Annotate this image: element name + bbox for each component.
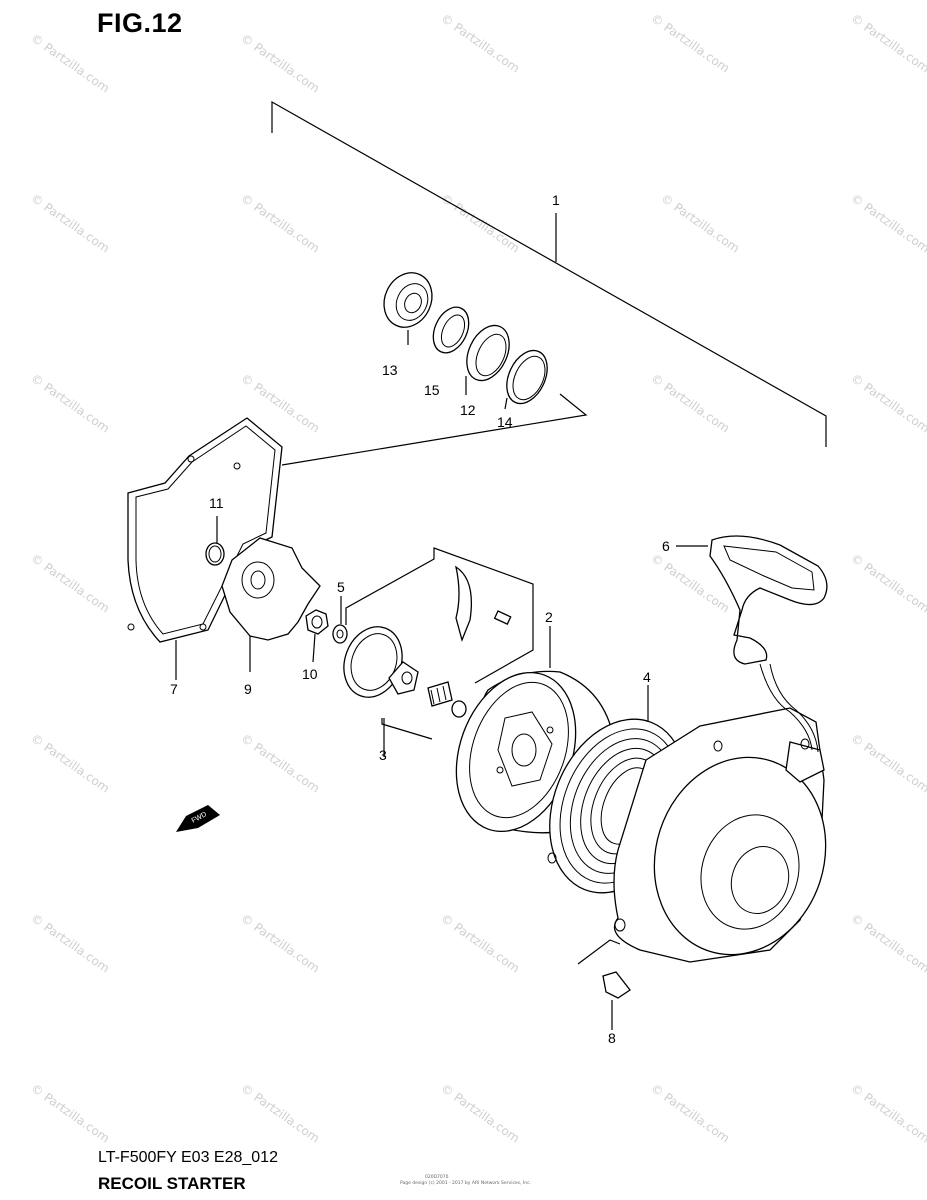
nut-10: [305, 609, 329, 663]
bolt-8: [577, 939, 631, 1030]
watermark: © Partzilla.com: [848, 371, 927, 436]
callout-10: 10: [302, 666, 318, 682]
callout-13: 13: [382, 362, 398, 378]
ratchet-assembly-3: [343, 547, 534, 757]
watermark: © Partzilla.com: [658, 191, 742, 256]
watermark: © Partzilla.com: [848, 911, 927, 976]
callout-12: 12: [460, 402, 476, 418]
watermark: © Partzilla.com: [238, 31, 322, 96]
o-ring-11: [205, 516, 225, 566]
callout-6: 6: [662, 538, 670, 554]
watermark: © Partzilla.com: [848, 11, 927, 76]
gasket-7: [127, 417, 283, 680]
watermark: © Partzilla.com: [28, 31, 112, 96]
washer-15: [432, 306, 470, 354]
oil-seal-12: [465, 324, 510, 395]
watermark: © Partzilla.com: [238, 191, 322, 256]
callout-5: 5: [337, 579, 345, 595]
washer-5: [332, 596, 348, 644]
figure-label: FIG.12: [97, 8, 183, 38]
watermark: © Partzilla.com: [28, 731, 112, 796]
callout-7: 7: [170, 681, 178, 697]
watermark: © Partzilla.com: [238, 731, 322, 796]
callout-8: 8: [608, 1030, 616, 1046]
watermark: © Partzilla.com: [848, 551, 927, 616]
watermark: © Partzilla.com: [848, 1081, 927, 1146]
watermark: © Partzilla.com: [28, 551, 112, 616]
starter-case: [547, 707, 827, 963]
callout-11: 11: [209, 495, 224, 511]
fine-print: 020D7070 Page design (c) 2001 - 2017 by …: [400, 1174, 531, 1186]
watermark: © Partzilla.com: [648, 1081, 732, 1146]
watermark: © Partzilla.com: [648, 371, 732, 436]
callout-15: 15: [424, 382, 440, 398]
o-ring-14: [504, 349, 548, 410]
callout-labels: 1 2 3 4 5 6 7 8 9 10 11 12 13 14 15: [170, 192, 670, 1046]
page-code: 020D7070: [425, 1174, 449, 1180]
watermark: © Partzilla.com: [28, 371, 112, 436]
watermark: © Partzilla.com: [438, 911, 522, 976]
watermark: © Partzilla.com: [28, 191, 112, 256]
watermark: © Partzilla.com: [28, 1081, 112, 1146]
callout-1: 1: [552, 192, 560, 208]
copyright-notice: Page design (c) 2001 - 2017 by ARI Netwo…: [400, 1180, 531, 1186]
callout-3: 3: [379, 747, 387, 763]
watermark: © Partzilla.com: [648, 11, 732, 76]
watermark: © Partzilla.com: [28, 911, 112, 976]
starter-handle-6: [676, 535, 828, 753]
model-code: LT-F500FY E03 E28_012: [98, 1149, 278, 1166]
watermark: © Partzilla.com: [238, 911, 322, 976]
watermark: © Partzilla.com: [848, 731, 927, 796]
watermark: © Partzilla.com: [848, 191, 927, 256]
callout-4: 4: [643, 669, 651, 685]
watermark: © Partzilla.com: [438, 1081, 522, 1146]
bearing-13: [383, 272, 433, 345]
callout-9: 9: [244, 681, 252, 697]
watermark: © Partzilla.com: [438, 191, 522, 256]
drive-plate-9: [221, 537, 321, 672]
callout-2: 2: [545, 609, 553, 625]
section-title: RECOIL STARTER: [98, 1174, 246, 1193]
watermark: © Partzilla.com: [438, 11, 522, 76]
assembly-bracket: [271, 100, 827, 466]
fwd-arrow-icon: FWD: [176, 805, 220, 832]
watermark: © Partzilla.com: [238, 1081, 322, 1146]
callout-14: 14: [497, 414, 513, 430]
